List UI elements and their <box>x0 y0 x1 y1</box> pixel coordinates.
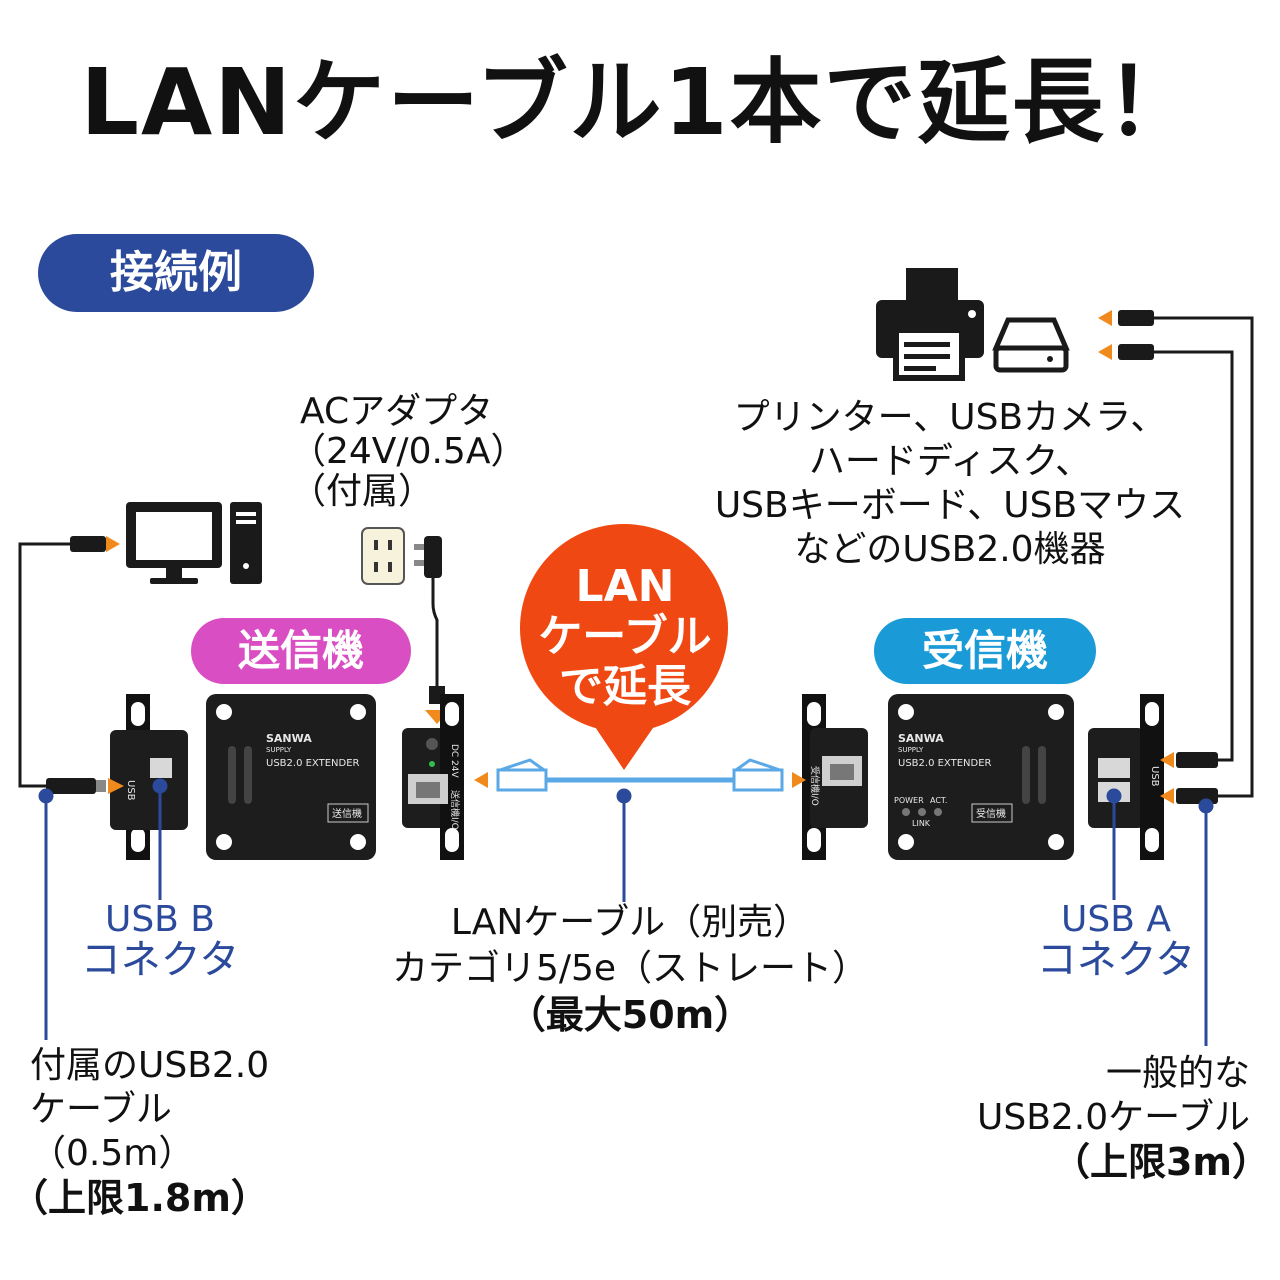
svg-text:SANWA: SANWA <box>266 732 312 745</box>
example-badge: 接続例 <box>38 234 314 312</box>
receiver-badge: 受信機 <box>874 618 1096 684</box>
svg-text:DC 24V: DC 24V <box>449 744 459 779</box>
generic-cable-label-line-1: 一般的な <box>1105 1053 1250 1094</box>
generic-cable-label-line-3: （上限3m） <box>1051 1140 1270 1184</box>
lan-cable <box>474 758 806 792</box>
callout-lines <box>38 778 1214 1046</box>
included-cable-label-line-1: 付属のUSB2.0 <box>30 1045 270 1086</box>
pc-tower-icon <box>230 502 262 584</box>
usb-b-label-line-1: USB B <box>104 899 216 940</box>
bubble-line-2: ケーブル <box>538 611 712 662</box>
devices-label-line-1: プリンター、USBカメラ、 <box>733 397 1167 438</box>
svg-text:USB: USB <box>1149 766 1160 787</box>
adapter-label: ACアダプタ （24V/0.5A） （付属） <box>290 392 550 512</box>
generic-usb-cables <box>1098 310 1254 804</box>
adapter-label-line-3: （付属） <box>290 471 435 512</box>
svg-text:受信機I/O: 受信機I/O <box>809 766 821 806</box>
hard-disk-icon <box>992 317 1070 373</box>
adapter-label-line-2: （24V/0.5A） <box>290 431 527 472</box>
svg-text:SANWA: SANWA <box>898 732 944 745</box>
generic-cable-label-line-2: USB2.0ケーブル <box>977 1097 1250 1138</box>
svg-text:SUPPLY: SUPPLY <box>898 746 924 754</box>
generic-cable-label: 一般的な USB2.0ケーブル （上限3m） <box>950 1052 1270 1184</box>
svg-text:USB2.0 EXTENDER: USB2.0 EXTENDER <box>898 758 992 769</box>
devices-label: プリンター、USBカメラ、 ハードディスク、 USBキーボード、USBマウス な… <box>680 396 1220 572</box>
outlet-icon <box>361 527 405 585</box>
lan-bubble <box>520 524 728 770</box>
svg-text:SUPPLY: SUPPLY <box>266 746 292 754</box>
devices-label-line-4: などのUSB2.0機器 <box>794 529 1106 570</box>
adapter-label-line-1: ACアダプタ <box>300 391 494 432</box>
usb-a-label-line-2: コネクタ <box>1036 937 1196 983</box>
svg-text:ACT.: ACT. <box>930 796 947 805</box>
usb-b-label-line-2: コネクタ <box>80 937 240 983</box>
page-title: LANケーブル1本で延長！ <box>80 49 1200 156</box>
lan-cable-label-line-2: カテゴリ5/5e（ストレート） <box>391 948 869 989</box>
included-cable-label-line-2: ケーブル（0.5m） <box>30 1089 195 1174</box>
usb-a-label: USB A コネクタ <box>1026 899 1206 983</box>
printer-icon <box>876 268 984 381</box>
bubble-line-3: で延長 <box>559 661 691 712</box>
included-cable-label-line-3: （上限1.8m） <box>10 1176 269 1220</box>
transmitter-badge: 送信機 <box>191 618 411 684</box>
lan-cable-label-line-1: LANケーブル（別売） <box>450 902 810 943</box>
svg-text:POWER: POWER <box>894 796 924 805</box>
lan-cable-label-line-3: （最大50m） <box>507 993 753 1037</box>
devices-label-line-3: USBキーボード、USBマウス <box>714 485 1186 526</box>
svg-text:LINK: LINK <box>912 819 931 828</box>
bubble-line-1: LAN <box>575 561 675 612</box>
included-usb-cable <box>18 536 124 794</box>
lan-cable-label: LANケーブル（別売） カテゴリ5/5e（ストレート） （最大50m） <box>360 900 900 1038</box>
included-cable-label: 付属のUSB2.0 ケーブル（0.5m） （上限1.8m） <box>10 1044 310 1220</box>
svg-text:USB: USB <box>125 780 136 801</box>
receiver-unit: 受信機I/O SANWA SUPPLY USB2.0 EXTENDER POWE… <box>802 694 1164 860</box>
transmitter-unit: USB SANWA SUPPLY USB2.0 EXTENDER 送信機 DC … <box>110 694 464 860</box>
usb-a-label-line-1: USB A <box>1061 899 1171 940</box>
monitor-icon <box>126 502 222 584</box>
svg-text:送信機I/O: 送信機I/O <box>449 790 461 830</box>
svg-text:USB2.0 EXTENDER: USB2.0 EXTENDER <box>266 758 360 769</box>
devices-label-line-2: ハードディスク、 <box>808 441 1092 482</box>
svg-text:受信機: 受信機 <box>976 807 1006 820</box>
usb-b-label: USB B コネクタ <box>70 899 250 983</box>
lan-bubble-text: LAN ケーブル で延長 <box>530 562 720 712</box>
svg-text:送信機: 送信機 <box>332 807 362 820</box>
